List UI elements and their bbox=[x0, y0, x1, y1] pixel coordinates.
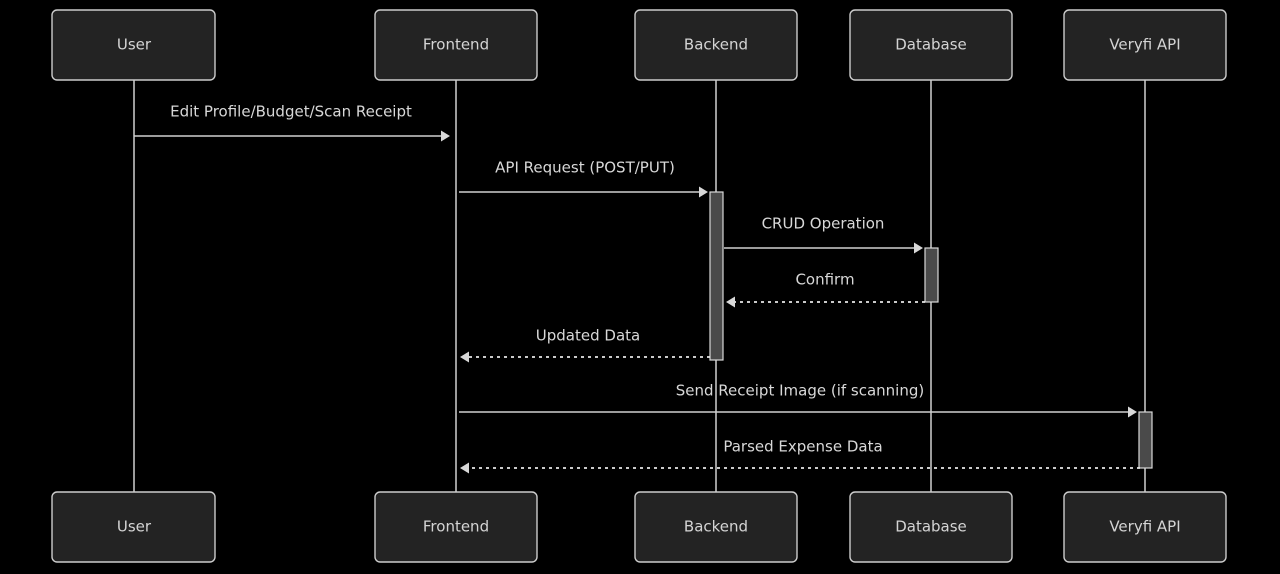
participant-box-rect-user-bottom[interactable] bbox=[51, 491, 216, 563]
message-m5: Updated Data bbox=[460, 327, 710, 363]
message-m4: Confirm bbox=[726, 271, 925, 308]
participant-box-rect-veryfi-bottom[interactable] bbox=[1063, 491, 1227, 563]
message-label-m2: API Request (POST/PUT) bbox=[495, 159, 675, 177]
participant-box-user-bottom[interactable]: User bbox=[51, 491, 216, 563]
participant-box-rect-user-top[interactable] bbox=[51, 9, 216, 81]
message-label-m3: CRUD Operation bbox=[762, 215, 885, 233]
participant-box-rect-backend-top[interactable] bbox=[634, 9, 798, 81]
participant-boxes-top: User Frontend Backend Database Veryfi API bbox=[51, 9, 1227, 81]
participant-boxes-bottom: User Frontend Backend Database Veryfi API bbox=[51, 491, 1227, 563]
participant-box-frontend-bottom[interactable]: Frontend bbox=[374, 491, 538, 563]
participant-label-user-bottom: User bbox=[117, 518, 152, 536]
participant-box-database-top[interactable]: Database bbox=[849, 9, 1013, 81]
participant-box-database-bottom[interactable]: Database bbox=[849, 491, 1013, 563]
arrow-head-m3 bbox=[914, 242, 923, 254]
arrow-head-m7 bbox=[460, 462, 469, 474]
participant-box-backend-top[interactable]: Backend bbox=[634, 9, 798, 81]
activation-bar-backend bbox=[709, 191, 724, 361]
participant-label-database-top: Database bbox=[895, 36, 967, 54]
participant-label-frontend-top: Frontend bbox=[423, 36, 489, 54]
participant-box-veryfi-bottom[interactable]: Veryfi API bbox=[1063, 491, 1227, 563]
participant-box-frontend-top[interactable]: Frontend bbox=[374, 9, 538, 81]
participant-box-rect-database-bottom[interactable] bbox=[849, 491, 1013, 563]
participant-box-rect-backend-bottom[interactable] bbox=[634, 491, 798, 563]
participant-box-rect-database-top[interactable] bbox=[849, 9, 1013, 81]
arrow-head-m5 bbox=[460, 351, 469, 363]
participant-label-backend-bottom: Backend bbox=[684, 518, 748, 536]
message-m3: CRUD Operation bbox=[724, 215, 923, 254]
participant-box-veryfi-top[interactable]: Veryfi API bbox=[1063, 9, 1227, 81]
participant-box-rect-frontend-top[interactable] bbox=[374, 9, 538, 81]
arrow-head-m1 bbox=[441, 130, 450, 142]
participant-label-veryfi-bottom: Veryfi API bbox=[1109, 518, 1180, 536]
message-m1: Edit Profile/Budget/Scan Receipt bbox=[134, 103, 450, 142]
activation-bar-database bbox=[924, 247, 939, 303]
lifelines-group bbox=[133, 80, 1146, 492]
participant-label-veryfi-top: Veryfi API bbox=[1109, 36, 1180, 54]
participant-label-user-top: User bbox=[117, 36, 152, 54]
message-m6: Send Receipt Image (if scanning) bbox=[459, 382, 1137, 418]
arrow-head-m2 bbox=[699, 186, 708, 198]
arrow-head-m4 bbox=[726, 296, 735, 308]
arrow-head-m6 bbox=[1128, 406, 1137, 418]
participant-box-rect-veryfi-top[interactable] bbox=[1063, 9, 1227, 81]
message-label-m4: Confirm bbox=[795, 271, 854, 289]
message-label-m1: Edit Profile/Budget/Scan Receipt bbox=[170, 103, 412, 121]
participant-label-frontend-bottom: Frontend bbox=[423, 518, 489, 536]
message-m2: API Request (POST/PUT) bbox=[459, 159, 708, 198]
activation-bar-veryfi bbox=[1138, 411, 1153, 469]
message-label-m5: Updated Data bbox=[536, 327, 640, 345]
participant-label-database-bottom: Database bbox=[895, 518, 967, 536]
activations-group bbox=[709, 191, 1153, 469]
participant-label-backend-top: Backend bbox=[684, 36, 748, 54]
participant-box-backend-bottom[interactable]: Backend bbox=[634, 491, 798, 563]
message-label-m6: Send Receipt Image (if scanning) bbox=[676, 382, 924, 400]
participant-box-rect-frontend-bottom[interactable] bbox=[374, 491, 538, 563]
message-label-m7: Parsed Expense Data bbox=[723, 438, 882, 456]
message-m7: Parsed Expense Data bbox=[460, 438, 1140, 474]
participant-box-user-top[interactable]: User bbox=[51, 9, 216, 81]
